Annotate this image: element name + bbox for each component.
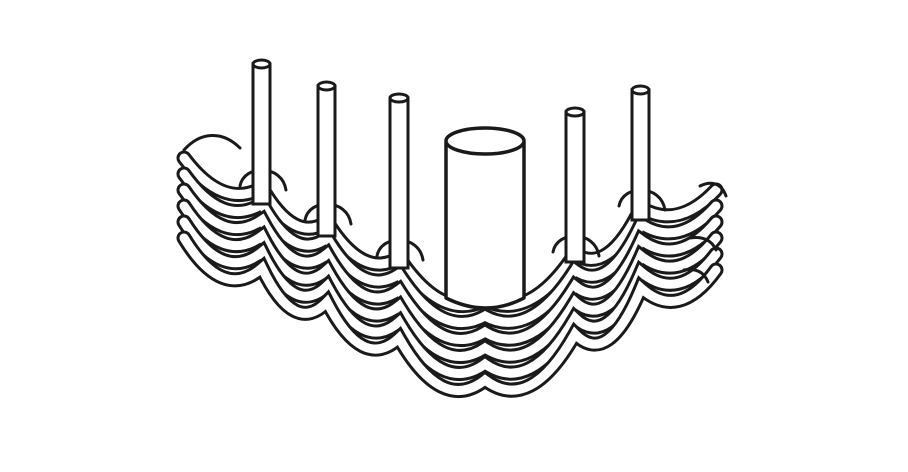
- stake-5: [630, 84, 651, 222]
- strand-end-2: [698, 181, 728, 198]
- center-post: [444, 126, 526, 310]
- stake-2: [316, 80, 337, 238]
- strand-end-1: [182, 134, 242, 152]
- stake-1: [251, 58, 272, 206]
- strand-4-fill: [179, 201, 721, 361]
- strand-3-fill: [179, 185, 721, 344]
- strand-5-fill: [179, 217, 721, 378]
- stake-3: [388, 92, 410, 270]
- strand-end-3: [688, 236, 718, 252]
- strand-2-fill: [179, 169, 721, 328]
- stake-4: [564, 106, 586, 264]
- strand-6-fill: [179, 233, 721, 395]
- strand-end-4: [682, 268, 710, 284]
- stakes: [251, 58, 651, 270]
